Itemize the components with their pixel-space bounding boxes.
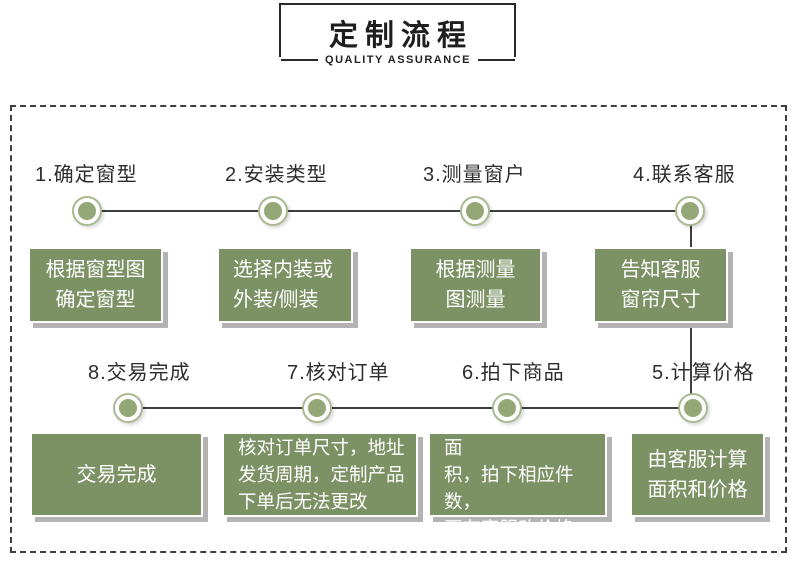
step-node-circle-2 <box>258 196 288 226</box>
step-box-1: 根据窗型图 确定窗型 <box>28 247 163 323</box>
node-dot-icon <box>684 399 702 417</box>
step-label-2: 2.安装类型 <box>225 164 328 186</box>
step-box-2: 选择内装或 外装/侧装 <box>217 247 353 323</box>
step-node-circle-1 <box>72 196 102 226</box>
subtitle-rule-right <box>477 59 515 61</box>
flowchart-container <box>10 105 787 553</box>
step-node-circle-7 <box>302 393 332 423</box>
step-box-3: 根据测量 图测量 <box>409 247 542 323</box>
node-dot-icon <box>78 202 96 220</box>
title-box: 定制流程 <box>279 3 516 57</box>
step-box-5: 由客服计算 面积和价格 <box>630 432 765 517</box>
step-box-8: 交易完成 <box>30 432 203 517</box>
page-title: 定制流程 <box>328 20 473 52</box>
node-dot-icon <box>498 399 516 417</box>
step-label-7: 7.核对订单 <box>287 362 390 384</box>
step-box-7: 核对订单尺寸，地址 发货周期，定制产品 下单后无法更改 <box>222 432 418 517</box>
step-node-circle-6 <box>492 393 522 423</box>
node-dot-icon <box>119 399 137 417</box>
connector-line-top <box>87 210 690 212</box>
step-label-5: 5.计算价格 <box>652 362 755 384</box>
subtitle-row: QUALITY ASSURANCE <box>281 52 515 68</box>
node-dot-icon <box>264 202 282 220</box>
step-label-4: 4.联系客服 <box>633 164 736 186</box>
step-node-circle-4 <box>675 196 705 226</box>
node-dot-icon <box>681 202 699 220</box>
subtitle-rule-left <box>281 59 319 61</box>
step-node-circle-5 <box>678 393 708 423</box>
step-node-circle-8 <box>113 393 143 423</box>
step-node-circle-3 <box>460 196 490 226</box>
node-dot-icon <box>308 399 326 417</box>
step-label-6: 6.拍下商品 <box>462 362 565 384</box>
connector-line-bottom <box>128 407 693 409</box>
step-label-1: 1.确定窗型 <box>35 164 138 186</box>
step-box-4: 告知客服 窗帘尺寸 <box>593 247 728 323</box>
step-box-6: 根据客服计算出的面 积，拍下相应件数， 再有客服改价格 <box>428 410 607 539</box>
step-label-8: 8.交易完成 <box>88 362 191 384</box>
node-dot-icon <box>466 202 484 220</box>
page-subtitle: QUALITY ASSURANCE <box>325 54 471 66</box>
step-label-3: 3.测量窗户 <box>423 164 526 186</box>
